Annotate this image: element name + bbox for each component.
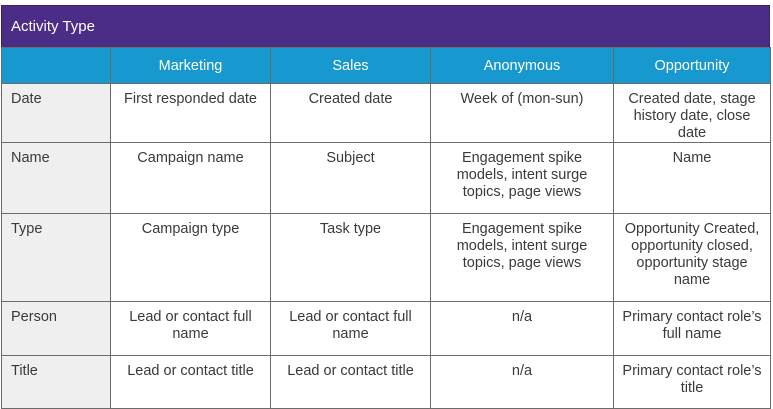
table-cell: Primary contact role’s full name (613, 301, 771, 356)
column-header-opportunity: Opportunity (613, 47, 771, 84)
column-header-corner (1, 47, 111, 84)
table-cell: Lead or contact full name (270, 301, 431, 356)
table-title: Activity Type (1, 5, 770, 47)
table-cell: Lead or contact full name (110, 301, 271, 356)
table-row-title: Title Lead or contact title Lead or cont… (1, 355, 771, 409)
table-cell: Primary contact role’s title (613, 355, 771, 409)
table-cell: Created date (270, 83, 431, 143)
table-cell: Campaign name (110, 142, 271, 214)
row-label-type: Type (1, 213, 111, 302)
column-header-anonymous: Anonymous (430, 47, 614, 84)
activity-type-table-container: Activity Type Marketing Sales Anonymous … (1, 5, 771, 409)
row-label-name: Name (1, 142, 111, 214)
table-cell: Lead or contact title (110, 355, 271, 409)
table-cell: Campaign type (110, 213, 271, 302)
table-cell: Engagement spike models, intent surge to… (430, 213, 614, 302)
row-label-date: Date (1, 83, 111, 143)
row-label-title: Title (1, 355, 111, 409)
table-cell: n/a (430, 355, 614, 409)
column-header-sales: Sales (270, 47, 431, 84)
table-cell: Engagement spike models, intent surge to… (430, 142, 614, 214)
table-cell: First responded date (110, 83, 271, 143)
table-row-date: Date First responded date Created date W… (1, 83, 771, 143)
table-cell: Lead or contact title (270, 355, 431, 409)
table-row-person: Person Lead or contact full name Lead or… (1, 301, 771, 356)
table-cell: Subject (270, 142, 431, 214)
table-cell: Created date, stage history date, close … (613, 83, 771, 143)
table-cell: n/a (430, 301, 614, 356)
row-label-person: Person (1, 301, 111, 356)
table-cell: Name (613, 142, 771, 214)
activity-type-table: Marketing Sales Anonymous Opportunity Da… (1, 47, 771, 409)
table-cell: Task type (270, 213, 431, 302)
table-row-name: Name Campaign name Subject Engagement sp… (1, 142, 771, 214)
column-header-marketing: Marketing (110, 47, 271, 84)
table-cell: Opportunity Created, opportunity closed,… (613, 213, 771, 302)
table-cell: Week of (mon-sun) (430, 83, 614, 143)
column-header-row: Marketing Sales Anonymous Opportunity (1, 47, 771, 84)
table-row-type: Type Campaign type Task type Engagement … (1, 213, 771, 302)
